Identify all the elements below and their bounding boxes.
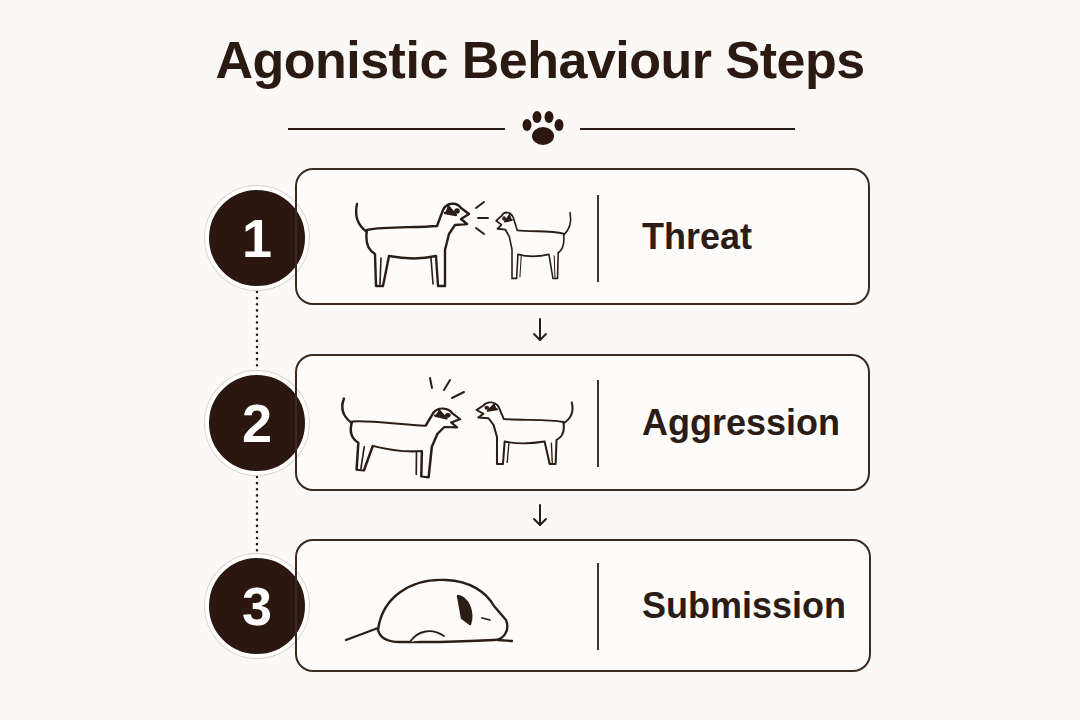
diagram-title: Agonistic Behaviour Steps <box>0 30 1080 90</box>
paw-icon <box>523 111 564 145</box>
step-box: Submission <box>295 539 871 672</box>
separator-line <box>597 563 599 650</box>
step-label: Threat <box>642 216 752 258</box>
step-label: Aggression <box>642 402 840 444</box>
step-number-badge: 2 <box>205 371 309 475</box>
step-number-badge: 3 <box>205 554 309 658</box>
dog-lunging <box>336 398 461 480</box>
divider-line <box>288 128 505 130</box>
step-number: 1 <box>242 207 272 269</box>
dog-defending <box>477 402 573 464</box>
divider-line <box>580 128 795 130</box>
separator-line <box>597 380 599 467</box>
dog-submissive <box>346 580 512 642</box>
dog-small <box>496 213 571 279</box>
step-box: Threat <box>295 168 870 305</box>
dotted-connector <box>257 292 258 369</box>
step-number: 3 <box>242 575 272 637</box>
step-number-badge: 1 <box>205 186 309 290</box>
flow-arrow <box>534 505 546 525</box>
separator-line <box>597 195 599 282</box>
dotted-connector <box>257 477 258 552</box>
bark-lines <box>476 202 488 234</box>
flow-arrow <box>534 319 546 340</box>
dog-threatening <box>356 204 469 286</box>
bark-lines <box>430 378 464 398</box>
step-label: Submission <box>642 585 846 627</box>
step-number: 2 <box>242 392 272 454</box>
step-box: Aggression <box>295 354 870 491</box>
